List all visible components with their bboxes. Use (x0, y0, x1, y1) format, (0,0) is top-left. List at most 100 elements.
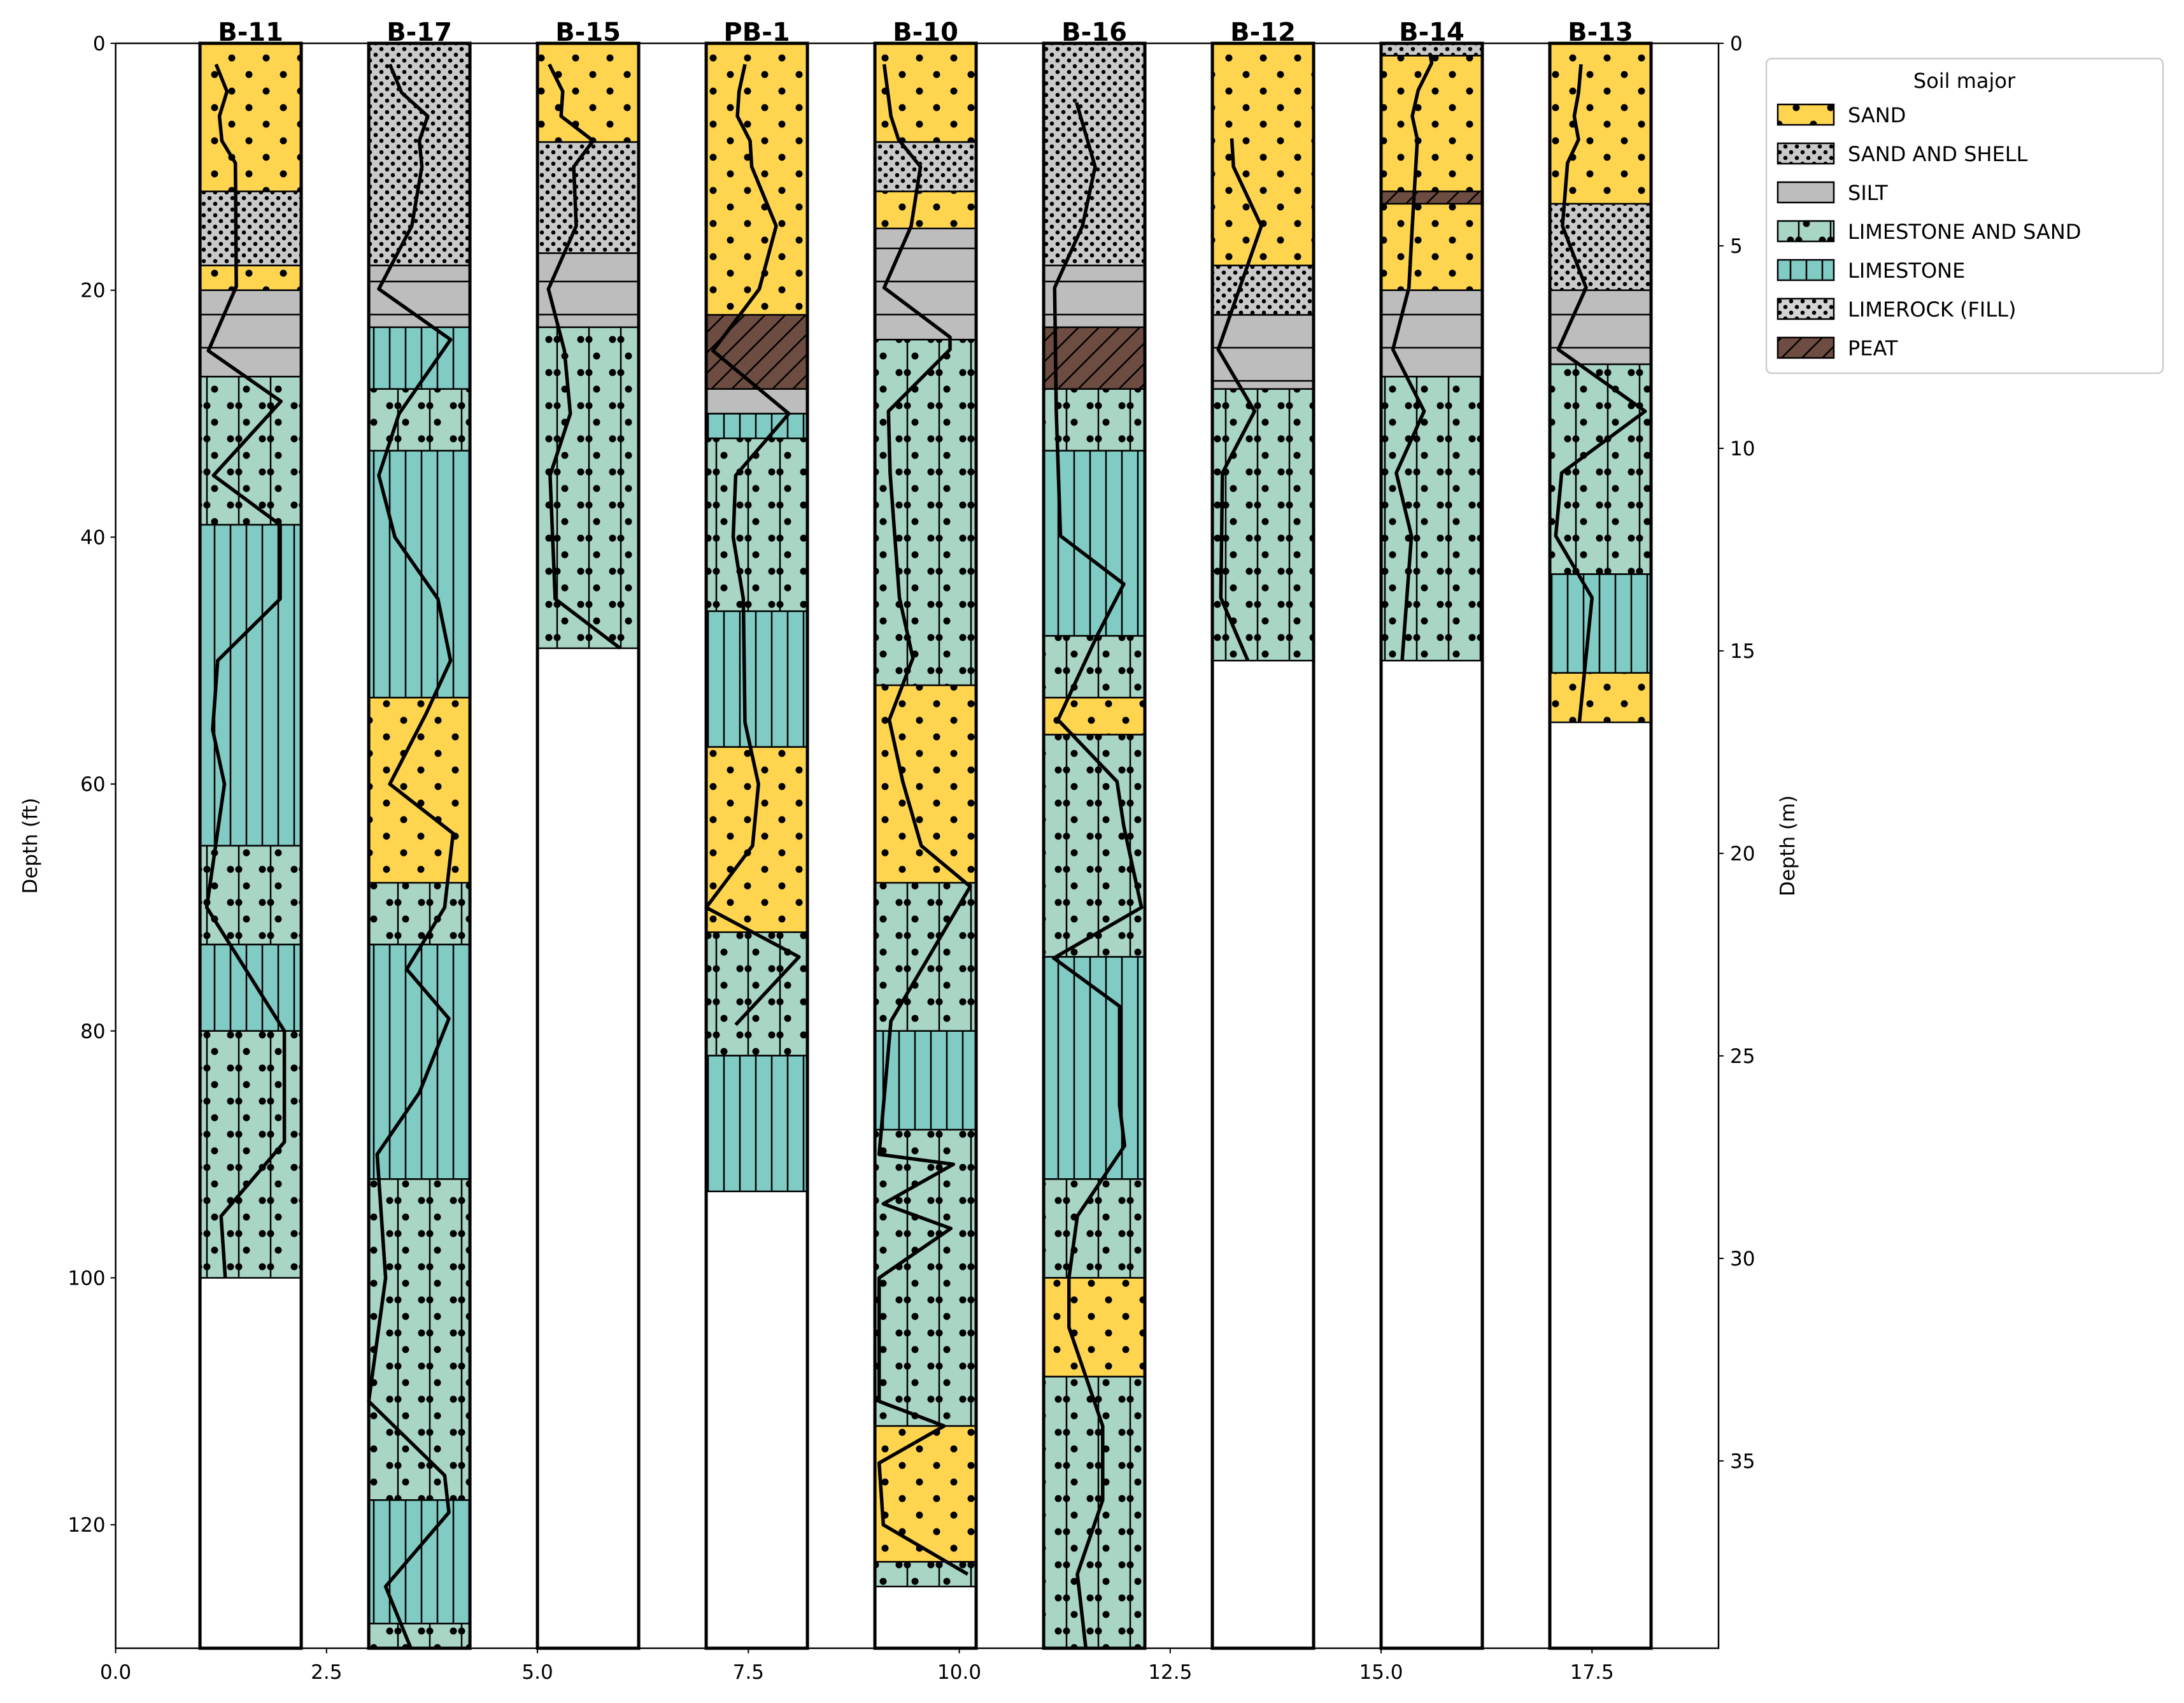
legend-label: SILT (1848, 181, 1888, 205)
y-tick-label: 60 (80, 773, 105, 796)
layer-hatch (200, 191, 302, 266)
layer-hatch (369, 883, 471, 945)
layer-hatch (1044, 327, 1145, 389)
layer-hatch (706, 1055, 808, 1192)
layer-hatch (1044, 388, 1145, 451)
y-axis-label: Depth (ft) (19, 798, 42, 894)
legend-entry: SILT (1776, 181, 1888, 205)
y-tick-label: 40 (80, 526, 105, 549)
y2-tick-label: 20 (1730, 843, 1755, 866)
borehole-b-16: B-16 (1042, 18, 1147, 1650)
plot-frame (115, 42, 1720, 1650)
legend-title: Soil major (1913, 69, 2016, 93)
legend-label: LIMEROCK (FILL) (1848, 297, 2016, 322)
layer-hatch (369, 388, 471, 451)
layer-hatch (1381, 376, 1483, 661)
legend-swatch-hatch (1778, 338, 1834, 358)
layer-hatch (875, 191, 977, 229)
layer-hatch (875, 43, 977, 143)
layer-hatch (875, 142, 977, 192)
x-tick-label: 10.0 (937, 1661, 981, 1684)
layer-hatch (706, 932, 808, 1056)
borehole-b-15: B-15 (535, 18, 641, 1650)
layer-hatch (875, 339, 977, 685)
borehole-pb-1: PB-1 (704, 18, 809, 1650)
layer-hatch (875, 228, 977, 340)
layer-hatch (706, 388, 808, 414)
layer-hatch (706, 438, 808, 611)
profile-line (1052, 102, 1144, 1649)
borehole-b-14: B-14 (1379, 18, 1484, 1650)
profile-line (367, 63, 455, 1650)
profile-line (877, 64, 972, 1576)
layer-hatch (1550, 204, 1652, 290)
layer-hatch (200, 265, 302, 290)
legend-entry: LIMESTONE (1776, 259, 1965, 283)
legend-entry: LIMEROCK (FILL) (1776, 297, 2016, 322)
layer-hatch (706, 611, 808, 747)
borehole-title: B-12 (1230, 18, 1296, 47)
layer-hatch (1212, 265, 1314, 315)
borehole-title: B-11 (218, 18, 283, 47)
layer-hatch (200, 944, 302, 1031)
layer-hatch (1044, 1376, 1145, 1648)
profile-line (546, 63, 621, 650)
layer-hatch (706, 413, 808, 439)
layer-hatch (1381, 43, 1483, 56)
layer-hatch (706, 315, 808, 389)
layer-hatch (1044, 636, 1145, 698)
layer-hatch (1212, 315, 1314, 389)
legend-entry: PEAT (1776, 336, 1898, 360)
profile-line (1554, 64, 1647, 723)
legend-swatch-hatch (1778, 143, 1834, 164)
borehole-title: B-16 (1061, 18, 1127, 47)
layer-hatch (200, 846, 302, 945)
y2-tick-label: 15 (1730, 640, 1755, 663)
legend-label: SAND (1848, 103, 1906, 127)
legend-entry: SAND AND SHELL (1776, 142, 2028, 166)
layer-hatch (537, 253, 639, 327)
borehole-b-10: B-10 (873, 18, 978, 1650)
y2-tick-label: 5 (1730, 235, 1743, 258)
layer-hatch (1550, 574, 1652, 673)
x-tick-label: 0.0 (100, 1661, 131, 1684)
layer-hatch (1212, 388, 1314, 661)
legend-label: LIMESTONE (1848, 259, 1965, 283)
layer-hatch (875, 1562, 977, 1587)
legend-swatch-hatch (1778, 299, 1834, 319)
y-tick-label: 20 (80, 280, 105, 303)
y-tick-label: 120 (67, 1514, 105, 1537)
borehole-title: B-14 (1399, 18, 1464, 47)
layer-hatch (369, 1500, 471, 1624)
y2-tick-label: 25 (1730, 1045, 1755, 1068)
borehole-b-13: B-13 (1548, 18, 1653, 1650)
y-tick-label: 0 (93, 32, 106, 55)
x-tick-label: 5.0 (521, 1661, 553, 1684)
layer-hatch (1381, 55, 1483, 192)
borehole-title: B-15 (555, 18, 621, 47)
y2-tick-label: 10 (1730, 438, 1755, 460)
layer-hatch (1550, 673, 1652, 723)
layer-hatch (875, 1426, 977, 1562)
profile-line (704, 64, 801, 1026)
layer-hatch (1381, 204, 1483, 290)
legend-label: LIMESTONE AND SAND (1848, 220, 2081, 244)
legend-swatch-hatch (1778, 260, 1834, 280)
layer-hatch (1044, 450, 1145, 636)
legend-entry: SAND (1776, 103, 1906, 127)
profile-line (1391, 53, 1434, 661)
profile-line (204, 63, 287, 1278)
x-tick-label: 2.5 (311, 1661, 342, 1684)
layer-hatch (1044, 1278, 1145, 1377)
legend-swatch-hatch (1778, 182, 1834, 203)
layer-hatch (537, 327, 639, 648)
x-tick-label: 12.5 (1148, 1661, 1192, 1684)
borehole-b-11: B-11 (198, 18, 303, 1650)
profile-line (1216, 138, 1263, 662)
y2-tick-label: 30 (1730, 1248, 1755, 1271)
borehole-title: B-10 (893, 18, 958, 47)
x-tick-label: 15.0 (1359, 1661, 1403, 1684)
